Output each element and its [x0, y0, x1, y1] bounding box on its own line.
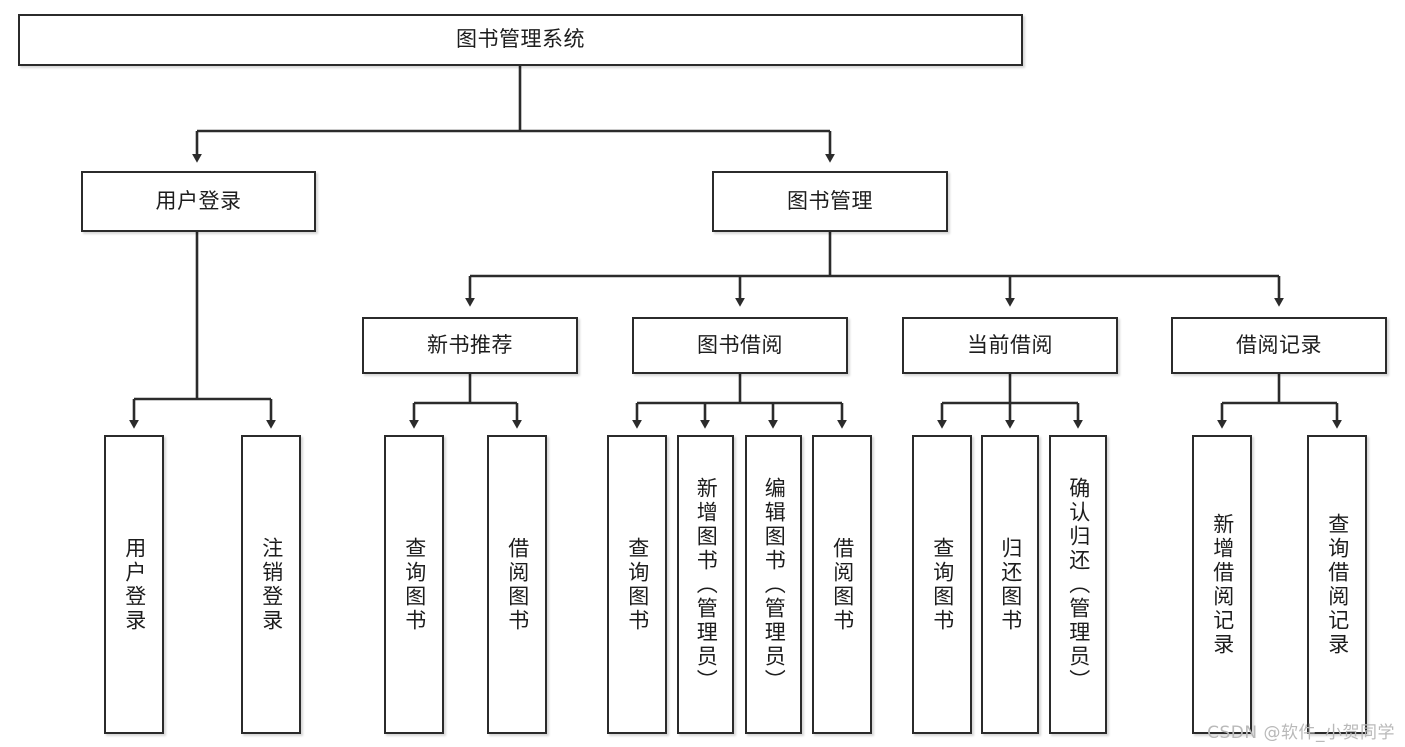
node-leaf-add-borrow-record-label: 新增借阅记录 [1210, 512, 1235, 657]
node-leaf-add-borrow-record[interactable]: 新增借阅记录 [1192, 435, 1252, 734]
node-leaf-logout-label: 注销登录 [259, 536, 284, 633]
node-root[interactable]: 图书管理系统 [18, 14, 1023, 66]
node-leaf-query-book-current[interactable]: 查询图书 [912, 435, 972, 734]
node-current-borrow-label: 当前借阅 [967, 332, 1053, 357]
node-leaf-borrow-book[interactable]: 借阅图书 [812, 435, 872, 734]
node-leaf-borrow-book-recommend[interactable]: 借阅图书 [487, 435, 547, 734]
node-new-book-recommend-label: 新书推荐 [427, 332, 513, 357]
node-leaf-query-book-current-label: 查询图书 [930, 536, 955, 633]
node-borrow-record-label: 借阅记录 [1236, 332, 1322, 357]
node-leaf-query-book-borrow-label: 查询图书 [625, 536, 650, 633]
node-leaf-add-book-admin[interactable]: 新增图书（管理员） [677, 435, 734, 734]
node-leaf-query-borrow-record[interactable]: 查询借阅记录 [1307, 435, 1367, 734]
node-leaf-add-book-admin-label: 新增图书（管理员） [694, 476, 719, 693]
node-leaf-user-login[interactable]: 用户登录 [104, 435, 164, 734]
node-leaf-borrow-book-label: 借阅图书 [830, 536, 855, 633]
node-root-label: 图书管理系统 [456, 27, 585, 52]
node-leaf-query-book-borrow[interactable]: 查询图书 [607, 435, 667, 734]
node-leaf-return-book[interactable]: 归还图书 [981, 435, 1039, 734]
node-book-borrow[interactable]: 图书借阅 [632, 317, 848, 374]
node-user-login[interactable]: 用户登录 [81, 171, 316, 232]
watermark-text: CSDN @软件_小贺同学 [1207, 723, 1395, 743]
node-leaf-edit-book-admin-label: 编辑图书（管理员） [762, 476, 787, 693]
node-leaf-user-login-label: 用户登录 [122, 536, 147, 633]
node-leaf-query-book-recommend[interactable]: 查询图书 [384, 435, 444, 734]
node-leaf-confirm-return-admin-label: 确认归还（管理员） [1066, 476, 1091, 693]
node-current-borrow[interactable]: 当前借阅 [902, 317, 1118, 374]
node-book-borrow-label: 图书借阅 [697, 332, 783, 357]
node-book-manage[interactable]: 图书管理 [712, 171, 948, 232]
node-leaf-query-book-recommend-label: 查询图书 [402, 536, 427, 633]
node-new-book-recommend[interactable]: 新书推荐 [362, 317, 578, 374]
node-leaf-edit-book-admin[interactable]: 编辑图书（管理员） [745, 435, 802, 734]
node-user-login-label: 用户登录 [155, 188, 242, 213]
node-book-manage-label: 图书管理 [787, 188, 873, 213]
node-leaf-borrow-book-recommend-label: 借阅图书 [505, 536, 530, 633]
node-leaf-confirm-return-admin[interactable]: 确认归还（管理员） [1049, 435, 1107, 734]
node-leaf-return-book-label: 归还图书 [998, 536, 1023, 633]
node-leaf-logout[interactable]: 注销登录 [241, 435, 301, 734]
node-borrow-record[interactable]: 借阅记录 [1171, 317, 1387, 374]
node-leaf-query-borrow-record-label: 查询借阅记录 [1325, 512, 1350, 657]
